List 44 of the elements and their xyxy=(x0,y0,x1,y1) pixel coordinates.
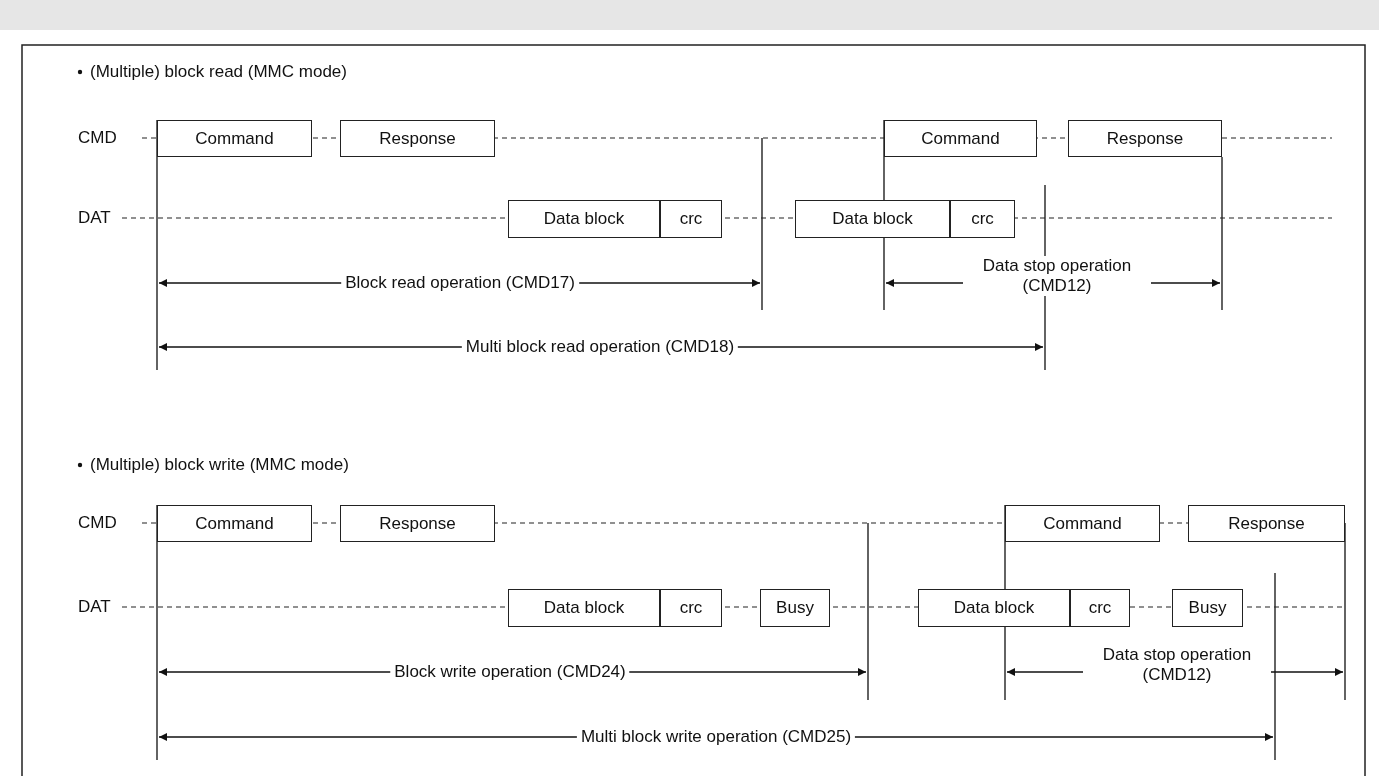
box-label: crc xyxy=(679,209,703,229)
box-label: Response xyxy=(1106,128,1184,149)
box-label: Command xyxy=(195,513,274,534)
signal-box xyxy=(1068,120,1222,157)
box-label: Response xyxy=(379,128,456,149)
signal-box xyxy=(918,589,1070,627)
dimension-label: Data stop operation (CMD12) xyxy=(963,256,1151,296)
box-label: Data block xyxy=(953,598,1035,618)
box-label: crc xyxy=(679,598,703,618)
signal-box xyxy=(508,589,660,627)
signal-box xyxy=(157,120,312,157)
box-label: Command xyxy=(921,128,1000,149)
signal-box xyxy=(1172,589,1243,627)
box-label: Data block xyxy=(543,598,625,618)
box-label: Response xyxy=(379,513,456,534)
signal-box xyxy=(340,505,495,542)
dimension-label: Multi block write operation (CMD25) xyxy=(576,727,856,747)
signal-box xyxy=(340,120,495,157)
box-label: Busy xyxy=(776,598,814,618)
signal-box xyxy=(1005,505,1160,542)
signal-box xyxy=(660,589,722,627)
section-heading: (Multiple) block write (MMC mode) xyxy=(90,455,349,475)
box-label: Command xyxy=(1043,513,1122,534)
box-label: crc xyxy=(1088,598,1112,618)
box-label: Data block xyxy=(832,209,913,229)
dimension-label: Data stop operation (CMD12) xyxy=(1083,645,1271,685)
signal-box xyxy=(157,505,312,542)
box-label: Command xyxy=(195,128,274,149)
signal-box xyxy=(760,589,830,627)
dimension-label: Block write operation (CMD24) xyxy=(390,662,630,682)
section-heading: (Multiple) block read (MMC mode) xyxy=(90,62,347,82)
box-label: crc xyxy=(971,209,994,229)
dimension-label: Block read operation (CMD17) xyxy=(341,273,579,293)
box-label: Busy xyxy=(1188,598,1227,618)
signal-box xyxy=(508,200,660,238)
box-label: Response xyxy=(1228,513,1305,534)
dimension-label: Multi block read operation (CMD18) xyxy=(461,337,739,357)
signal-box xyxy=(795,200,950,238)
signal-box xyxy=(950,200,1015,238)
signal-box xyxy=(660,200,722,238)
signal-box xyxy=(1070,589,1130,627)
box-label: Data block xyxy=(543,209,625,229)
signal-box xyxy=(884,120,1037,157)
signal-box xyxy=(1188,505,1345,542)
